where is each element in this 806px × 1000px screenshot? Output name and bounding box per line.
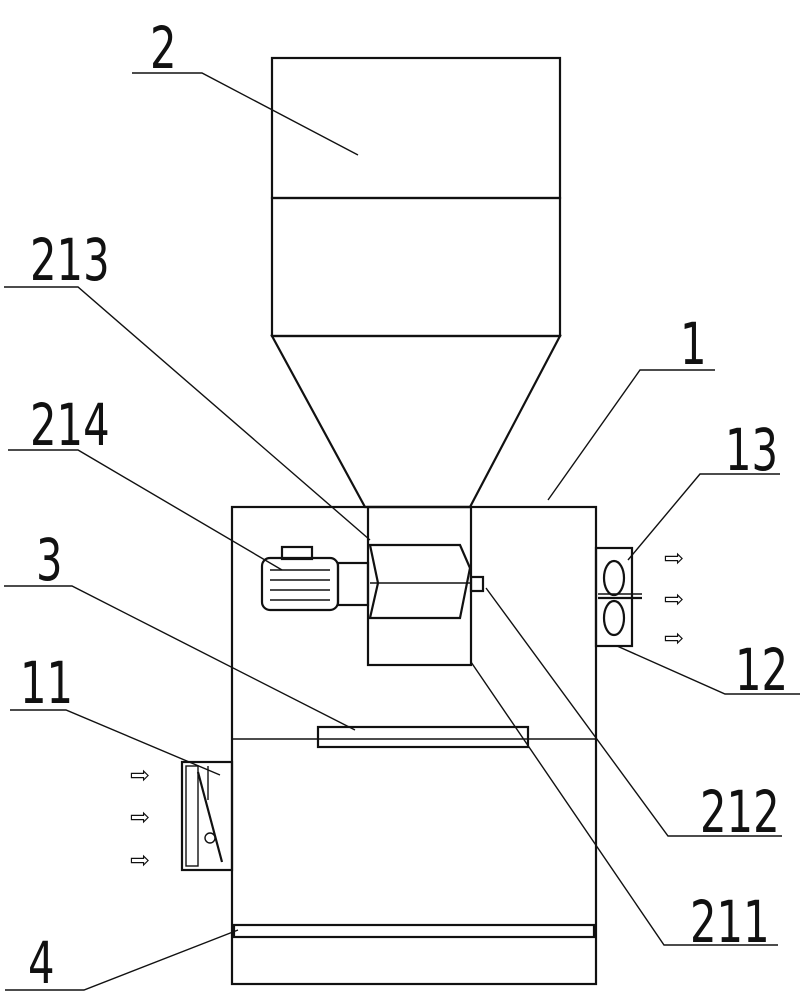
inlet-damper (180, 760, 234, 872)
label-13: 13 (725, 416, 778, 484)
crusher-box (366, 505, 473, 667)
outlet-arrow-1: ⇨ (664, 544, 684, 572)
label-2: 2 (150, 14, 177, 82)
label-3: 3 (36, 526, 63, 594)
label-1: 1 (680, 310, 707, 378)
motor-body (260, 556, 340, 612)
motor-coupling (336, 561, 370, 607)
hopper-upper-box (270, 56, 562, 200)
inlet-arrow-3: ⇨ (130, 846, 150, 874)
label-212: 212 (700, 778, 780, 846)
label-4: 4 (28, 929, 55, 997)
label-214: 214 (30, 391, 110, 459)
inlet-arrows: ⇨ ⇨ ⇨ (130, 761, 150, 874)
label-211: 211 (690, 888, 770, 956)
crusher-rotor (368, 543, 472, 620)
crusher-assembly (366, 505, 485, 667)
outlet-arrow-2: ⇨ (664, 585, 684, 613)
part-labels: 2 213 214 3 11 4 1 13 12 212 211 (20, 14, 788, 997)
label-213: 213 (30, 226, 110, 294)
inlet-arrow-1: ⇨ (130, 761, 150, 789)
housing-body (230, 505, 598, 986)
shaft-end (469, 575, 485, 593)
bottom-screen (232, 923, 596, 939)
outlet-arrows: ⇨ ⇨ ⇨ (664, 544, 684, 652)
hopper-funnel (270, 334, 562, 509)
motor-top-box (280, 545, 314, 561)
main-housing (230, 505, 598, 986)
outlet-arrow-3: ⇨ (664, 624, 684, 652)
screen-plate (316, 725, 530, 749)
hopper-stone-section (270, 196, 562, 338)
leader-lines (4, 72, 800, 991)
label-12: 12 (735, 636, 788, 704)
inlet-arrow-2: ⇨ (130, 803, 150, 831)
label-11: 11 (20, 649, 73, 717)
outlet-fan (594, 546, 642, 648)
hopper (270, 56, 562, 509)
motor (260, 545, 370, 612)
